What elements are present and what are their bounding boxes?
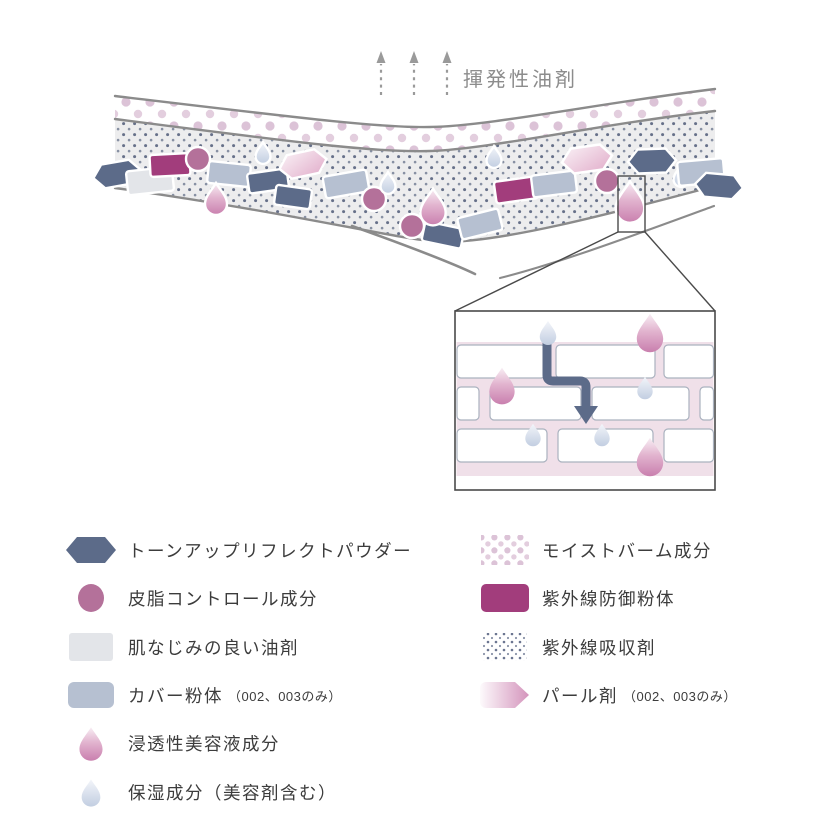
legend-item-toneup-reflect-powder: トーンアップリフレクトパウダー — [62, 532, 412, 568]
legend-item-uv-defense-powder: 紫外線防御粉体 — [476, 580, 675, 616]
skin-layer-diagram — [90, 51, 746, 491]
legend-item-skin-friendly-oil: 肌なじみの良い油剤 — [62, 629, 299, 665]
cover-powder-icon — [62, 680, 120, 710]
legend-label: 肌なじみの良い油剤 — [128, 637, 299, 658]
legend-label: パール剤 — [542, 685, 618, 706]
powder-particle-row — [90, 140, 746, 250]
legend-label: 浸透性美容液成分 — [128, 733, 280, 754]
uv-defense-powder-icon — [476, 583, 534, 613]
callout-rectangle — [454, 175, 716, 312]
legend-item-moisturizing: 保湿成分（美容剤含む） — [62, 774, 337, 810]
legend-item-sebum-control: 皮脂コントロール成分 — [62, 580, 318, 616]
legend-label: 紫外線防御粉体 — [542, 588, 675, 609]
skin-friendly-oil-icon — [62, 632, 120, 662]
legend-label: トーンアップリフレクトパウダー — [128, 540, 413, 561]
penetrating-serum-icon — [62, 724, 120, 762]
legend-note: （002、003のみ） — [228, 688, 342, 704]
penetration-arrow — [542, 341, 598, 424]
legend-label: 紫外線吸収剤 — [542, 637, 656, 658]
legend-item-pearl-agent: パール剤 （002、003のみ） — [476, 677, 737, 713]
legend-item-cover-powder: カバー粉体 （002、003のみ） — [62, 677, 342, 713]
sebum-control-icon — [62, 582, 120, 614]
moist-balm-icon — [476, 534, 534, 566]
legend-label: カバー粉体 — [128, 685, 223, 706]
legend-label: 皮脂コントロール成分 — [128, 588, 318, 609]
legend-item-moist-balm: モイストバーム成分 — [476, 532, 712, 568]
legend-note: （002、003のみ） — [623, 688, 737, 704]
magnified-skin-box — [454, 310, 716, 491]
volatile-oil-label: 揮発性油剤 — [463, 69, 578, 91]
skin-surface-lines — [350, 204, 716, 280]
box-bottom-strip — [456, 476, 714, 489]
legend-item-uv-absorber: 紫外線吸収剤 — [476, 629, 656, 665]
skin-cell-bricks — [456, 344, 715, 463]
legend-item-penetrating-serum: 浸透性美容液成分 — [62, 725, 280, 761]
toneup-reflect-powder-icon — [62, 535, 120, 565]
legend-label: 保湿成分（美容剤含む） — [128, 782, 337, 803]
pearl-agent-icon — [476, 680, 534, 710]
legend-label: モイストバーム成分 — [542, 540, 712, 561]
moisturizing-icon — [62, 775, 120, 809]
volatile-oil-arrows — [376, 51, 452, 95]
moist-balm-layer — [115, 89, 715, 152]
uv-absorber-icon — [476, 632, 534, 662]
